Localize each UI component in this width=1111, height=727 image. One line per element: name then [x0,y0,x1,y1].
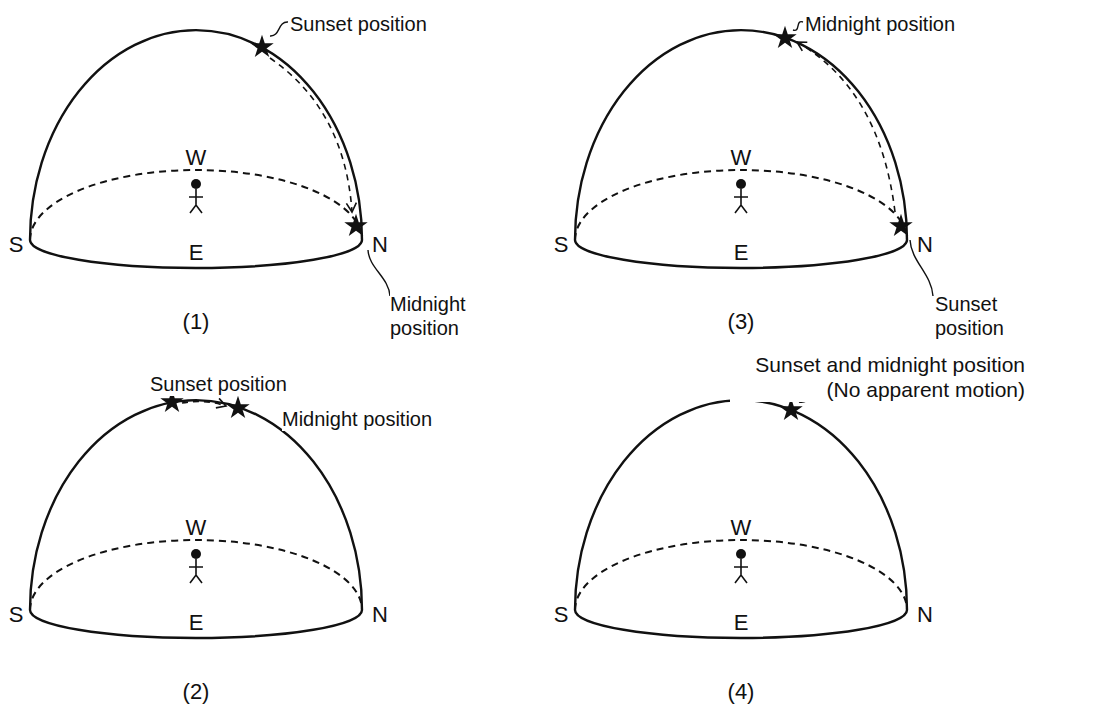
direction-label: S [9,602,24,628]
sky-dome-panel [30,22,390,296]
leader-line [368,250,390,296]
direction-label: E [189,240,204,266]
sky-dome-panel [575,390,907,638]
panel-number: (3) [728,309,755,335]
direction-label: E [734,610,749,636]
position-label: Sunset and midnight position (No apparen… [730,352,1025,402]
star-path-arrow [797,42,895,212]
panel-number: (4) [728,679,755,705]
star-symbol [226,396,249,418]
leader-line [793,22,803,31]
star-path-arrow [182,402,226,406]
sky-dome [30,400,362,610]
panel-number: (2) [183,679,210,705]
sky-dome [575,400,907,610]
direction-label: W [731,145,752,171]
star-symbol [773,26,796,48]
direction-label: E [734,240,749,266]
horizon-back [575,170,907,240]
position-label: Midnight position [805,12,955,36]
direction-label: S [9,232,24,258]
direction-label: N [917,602,933,628]
direction-label: S [554,602,569,628]
star-symbol [889,214,912,236]
horizon-back [30,540,362,610]
star-symbol [250,35,273,57]
horizon-back [30,170,362,240]
panel-number: (1) [183,309,210,335]
direction-label: N [372,602,388,628]
horizon-front [575,610,907,638]
position-label: Midnight position [282,407,432,431]
sky-dome [30,30,362,240]
star-path-arrow [270,58,352,212]
observer-figure [189,179,203,213]
position-label: Sunset position [290,12,427,36]
position-label: Sunset position [935,292,1035,340]
horizon-back [575,540,907,610]
direction-label: N [372,232,388,258]
horizon-front [575,240,907,268]
direction-label: W [186,145,207,171]
sky-dome-panel [575,22,933,296]
observer-figure [734,179,748,213]
leader-line [270,22,288,36]
direction-label: S [554,232,569,258]
direction-label: W [731,515,752,541]
sky-dome [575,30,907,240]
direction-label: N [917,232,933,258]
observer-figure [734,549,748,583]
direction-label: E [189,610,204,636]
position-label: Midnight position [390,292,490,340]
observer-figure [189,549,203,583]
horizon-front [30,240,362,268]
star-symbol [344,214,367,236]
horizon-front [30,610,362,638]
direction-label: W [186,515,207,541]
position-label: Sunset position [150,372,287,396]
